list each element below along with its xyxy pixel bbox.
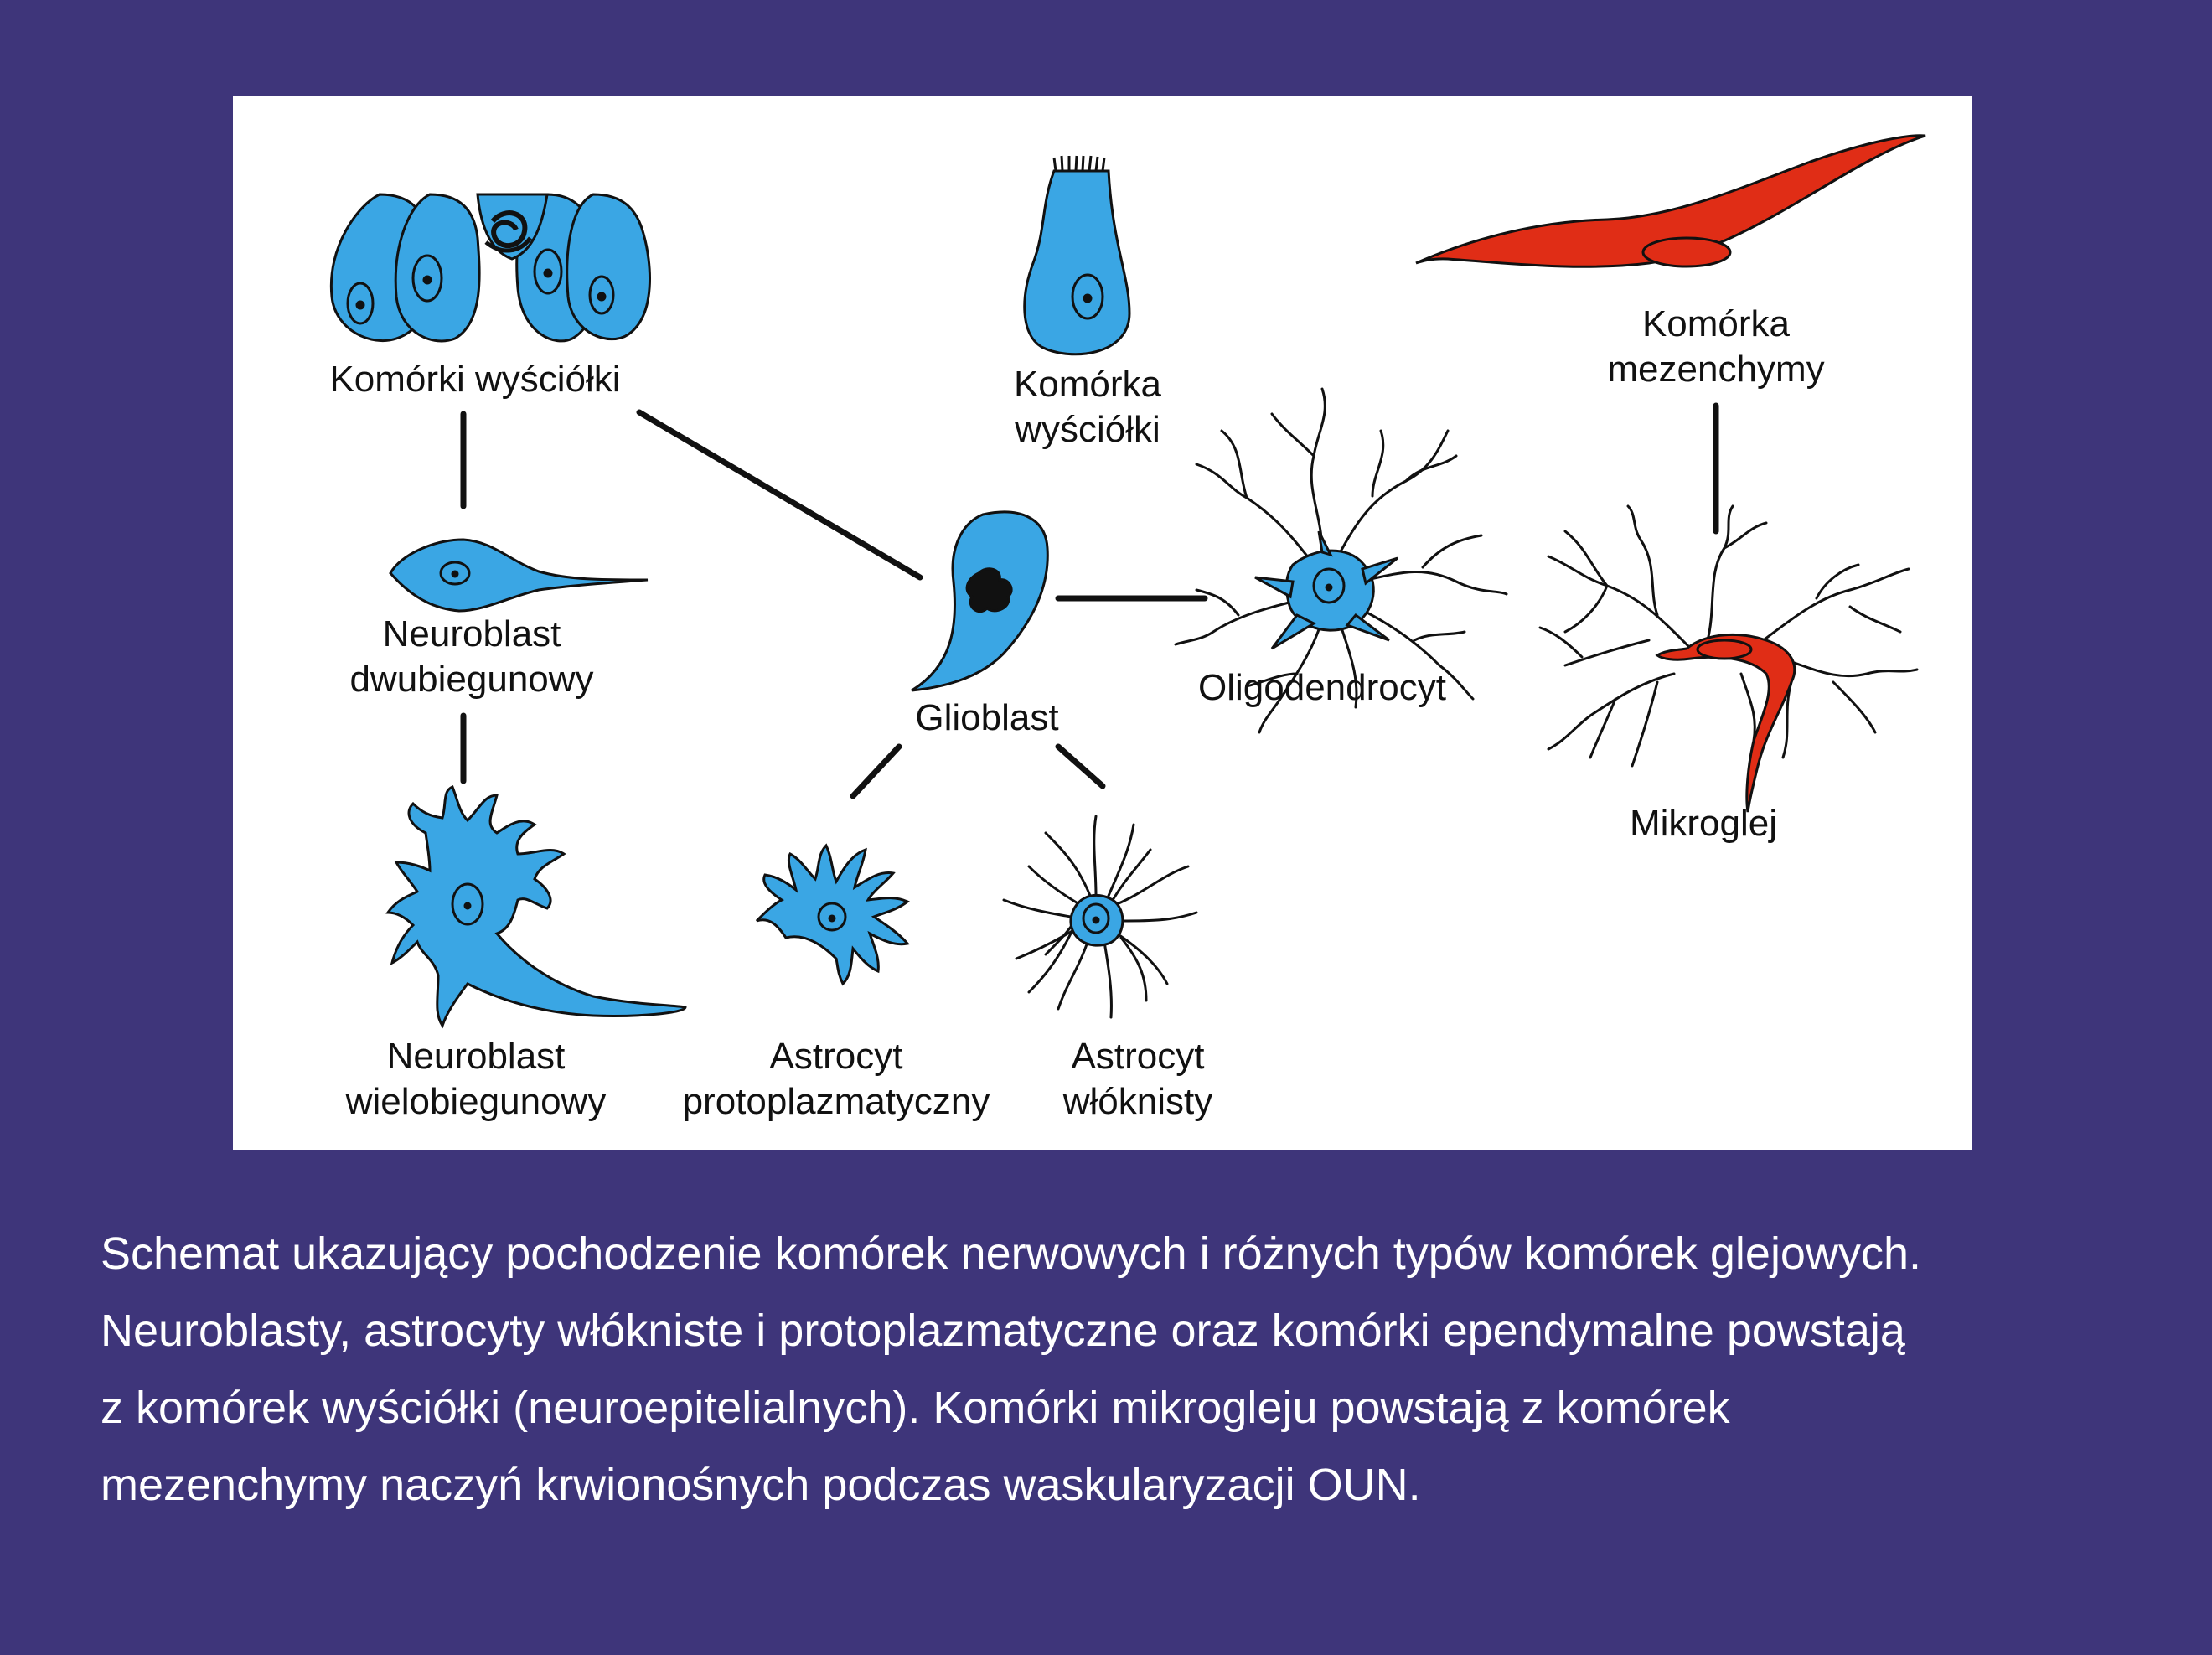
label-fibrous-astrocyte-line2: włóknisty (1062, 1081, 1213, 1122)
label-multipolar-neuroblast-line1: Neuroblast (386, 1036, 566, 1077)
label-protoplasmic-astrocyte-line1: Astrocyt (769, 1036, 903, 1077)
label-multipolar-neuroblast: Neuroblast wielobiegunowy (325, 1034, 627, 1125)
fibrous-astrocyte-drawing (1002, 815, 1198, 1019)
ependymal-cell-drawing (1023, 155, 1131, 356)
label-protoplasmic-astrocyte-line2: protoplazmatyczny (682, 1081, 990, 1122)
caption-line-1: Schemat ukazujący pochodzenie komórek ne… (101, 1228, 1921, 1279)
label-ependymal-cell-line2: wyściółki (1015, 409, 1160, 450)
diagram-canvas (329, 134, 1926, 1029)
label-mesenchyme-cell-line2: mezenchymy (1607, 349, 1825, 390)
mesenchyme-cell-drawing (1415, 134, 1926, 268)
label-ependymal-cell-line1: Komórka (1013, 364, 1162, 405)
label-ependymal-cell: Komórka wyściółki (970, 362, 1205, 453)
label-fibrous-astrocyte-line1: Astrocyt (1071, 1036, 1205, 1077)
multipolar-neuroblast-drawing (385, 785, 687, 1029)
label-fibrous-astrocyte: Astrocyt włóknisty (1037, 1034, 1238, 1125)
label-multipolar-neuroblast-line2: wielobiegunowy (345, 1081, 607, 1122)
label-bipolar-neuroblast-line2: dwubiegunowy (349, 659, 594, 700)
label-bipolar-neuroblast-line1: Neuroblast (382, 613, 561, 654)
caption-line-3: z komórek wyściółki (neuroepitelialnych)… (101, 1383, 1730, 1433)
glioblast-drawing (911, 510, 1049, 692)
bipolar-neuroblast-drawing (389, 538, 649, 613)
label-microglia: Mikroglej (1599, 801, 1808, 846)
label-microglia-text: Mikroglej (1629, 803, 1778, 844)
connectors (460, 402, 1719, 799)
label-glioblast-text: Glioblast (915, 697, 1059, 738)
label-glioblast: Glioblast (886, 696, 1088, 741)
label-ependymal-cells: Komórki wyściółki (323, 357, 627, 402)
protoplasmic-astrocyte-drawing (755, 843, 910, 986)
ependymal-cells-drawing (329, 193, 652, 343)
label-mesenchyme-cell: Komórka mezenchymy (1590, 302, 1842, 392)
label-bipolar-neuroblast: Neuroblast dwubiegunowy (338, 612, 606, 702)
caption: Schemat ukazujący pochodzenie komórek ne… (101, 1215, 2145, 1523)
connector-glioblast-to-protoplasmic (850, 743, 902, 799)
label-ependymal-cells-text: Komórki wyściółki (329, 359, 621, 400)
label-mesenchyme-cell-line1: Komórka (1641, 303, 1791, 344)
connector-ependymal-to-glioblast (636, 409, 923, 581)
connector-glioblast-to-fibrous (1055, 743, 1106, 789)
caption-line-4: mezenchymy naczyń krwionośnych podczas w… (101, 1460, 1421, 1510)
oligodendrocyte-drawing (1174, 387, 1508, 734)
label-oligodendrocyte-text: Oligodendrocyt (1198, 667, 1446, 708)
label-oligodendrocyte: Oligodendrocyt (1180, 665, 1465, 711)
microglia-drawing (1538, 504, 1919, 813)
lineage-diagram: Komórki wyściółki Komórka wyściółki Komó… (233, 96, 1972, 1150)
caption-line-2: Neuroblasty, astrocyty włókniste i proto… (101, 1306, 1905, 1356)
label-protoplasmic-astrocyte: Astrocyt protoplazmatyczny (664, 1034, 1008, 1125)
